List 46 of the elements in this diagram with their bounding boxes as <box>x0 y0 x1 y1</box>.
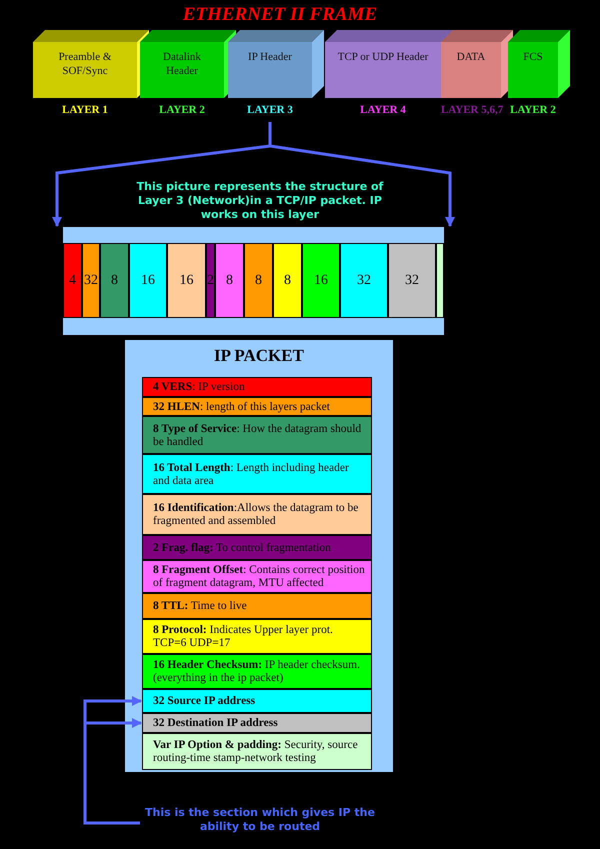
field-width-cell: 8 <box>244 243 273 318</box>
layer-label: LAYER 1 <box>61 104 109 116</box>
layer-label: LAYER 4 <box>359 104 407 116</box>
field-name: Preamble & SOF/Sync <box>58 50 112 78</box>
field-width-cell: 8 <box>273 243 302 318</box>
field-width-cell: 16 <box>167 243 206 318</box>
panel-title: IP PACKET <box>213 346 305 366</box>
header-field-row: 32 HLEN: length of this layers packet <box>142 397 372 416</box>
field-width-cell: 32 <box>82 243 100 318</box>
field-width-cell: 2 <box>206 243 215 318</box>
header-field-row: Var IP Option & padding: Security, source routing-time stamp-network testing <box>142 733 372 770</box>
header-field-row: 8 Type of Service: How the datagram should be handled <box>142 416 372 454</box>
layer-label: LAYER 3 <box>246 104 294 116</box>
layer-label: LAYER 2 <box>509 104 557 116</box>
header-field-row: 8 TTL: Time to live <box>142 593 372 619</box>
header-field-row: 2 Frag. flag: To control fragmentation <box>142 535 372 560</box>
layer-label: LAYER 5,6,7 <box>441 104 501 116</box>
header-field-row: 32 Destination IP address <box>142 713 372 733</box>
packet-strip <box>63 227 444 335</box>
field-width-cell: 8 <box>100 243 129 318</box>
field-name: TCP or UDP Header <box>336 50 430 64</box>
routing-note: This is the section which gives IP the ability to be routed <box>140 806 380 840</box>
arrow <box>84 718 142 824</box>
header-field-row: 8 Fragment Offset: Contains correct position of fragment datagram, MTU affected <box>142 560 372 593</box>
header-field-row: 8 Protocol: Indicates Upper layer prot. TCP=6 UDP=17 <box>142 619 372 654</box>
field-width-cell: 32 <box>340 243 388 318</box>
header-field-row: 16 Header Checksum: IP header checksum.(everything in the ip packet) <box>142 654 372 689</box>
field-name: DATA <box>456 50 486 64</box>
header-field-row: 32 Source IP address <box>142 689 372 713</box>
field-name: FCS <box>522 50 544 64</box>
explanation-note: This picture represents the structure of Layer 3 (Network)in a TCP/IP packet. IP works on this layer <box>136 180 384 222</box>
field-name: Datalink Header <box>162 50 202 78</box>
field-width-cell: 16 <box>129 243 167 318</box>
header-field-row: 16 Identification:Allows the datagram to be fragmented and assembled <box>142 494 372 535</box>
field-width-cell: 8 <box>215 243 244 318</box>
layer-label: LAYER 2 <box>158 104 206 116</box>
bracket-arrow <box>268 122 455 227</box>
field-cell <box>436 243 444 318</box>
field-width-cell: 4 <box>63 243 82 318</box>
field-width-cell: 16 <box>302 243 340 318</box>
header-field-row: 4 VERS: IP version <box>142 377 372 397</box>
header-field-row: 16 Total Length: Length including header and data area <box>142 454 372 494</box>
ip-packet-panel <box>125 340 393 772</box>
diagram-title: ETHERNET II FRAME <box>182 4 378 26</box>
field-width-cell: 32 <box>388 243 436 318</box>
field-name: IP Header <box>247 50 293 64</box>
